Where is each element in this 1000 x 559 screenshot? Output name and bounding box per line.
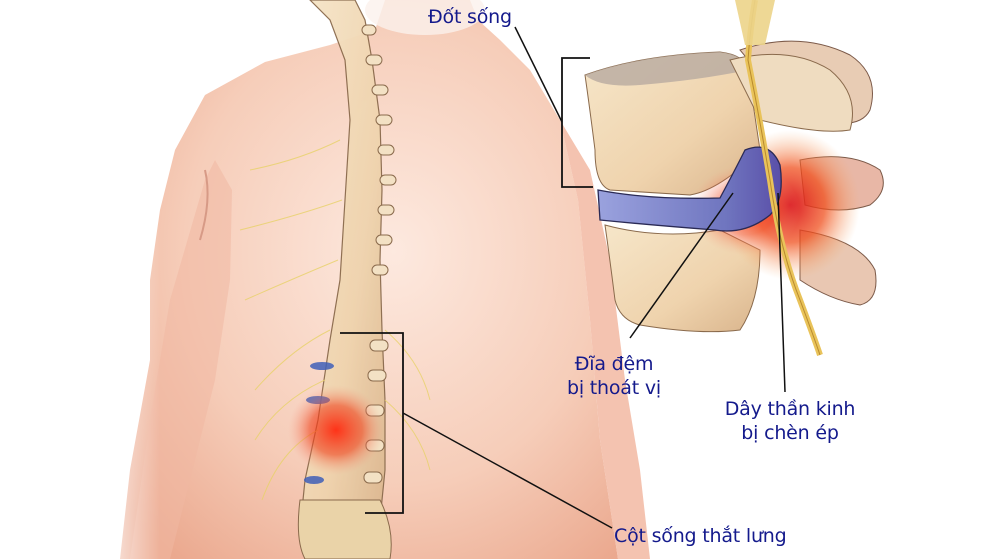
compressed-nerve-label-line2: bị chèn ép bbox=[741, 422, 839, 444]
spine bbox=[239, 0, 431, 559]
nerve-leader-line bbox=[777, 192, 786, 393]
herniated-disc-label: Đĩa đệm bị thoát vị bbox=[549, 352, 679, 400]
compressed-nerve-label: Dây thần kinh bị chèn ép bbox=[705, 397, 875, 445]
lumbar-spine-label-text: Cột sống thắt lưng bbox=[614, 525, 787, 547]
compressed-nerve-label-line1: Dây thần kinh bbox=[724, 398, 856, 420]
vertebra-bracket bbox=[561, 57, 593, 188]
lumbar-bracket bbox=[340, 332, 404, 514]
vertebra-leader-line bbox=[514, 26, 563, 123]
herniated-disc-label-line1: Đĩa đệm bbox=[574, 353, 654, 375]
herniated-disc-label-line2: bị thoát vị bbox=[567, 377, 661, 399]
lumbar-leader-line bbox=[402, 412, 613, 529]
vertebra-closeup bbox=[584, 0, 884, 356]
vertebra-label-text: Đốt sống bbox=[428, 6, 512, 28]
disc-leader-line bbox=[629, 192, 734, 339]
lumbar-spine-label: Cột sống thắt lưng bbox=[614, 524, 787, 548]
vertebra-label: Đốt sống bbox=[428, 5, 512, 29]
